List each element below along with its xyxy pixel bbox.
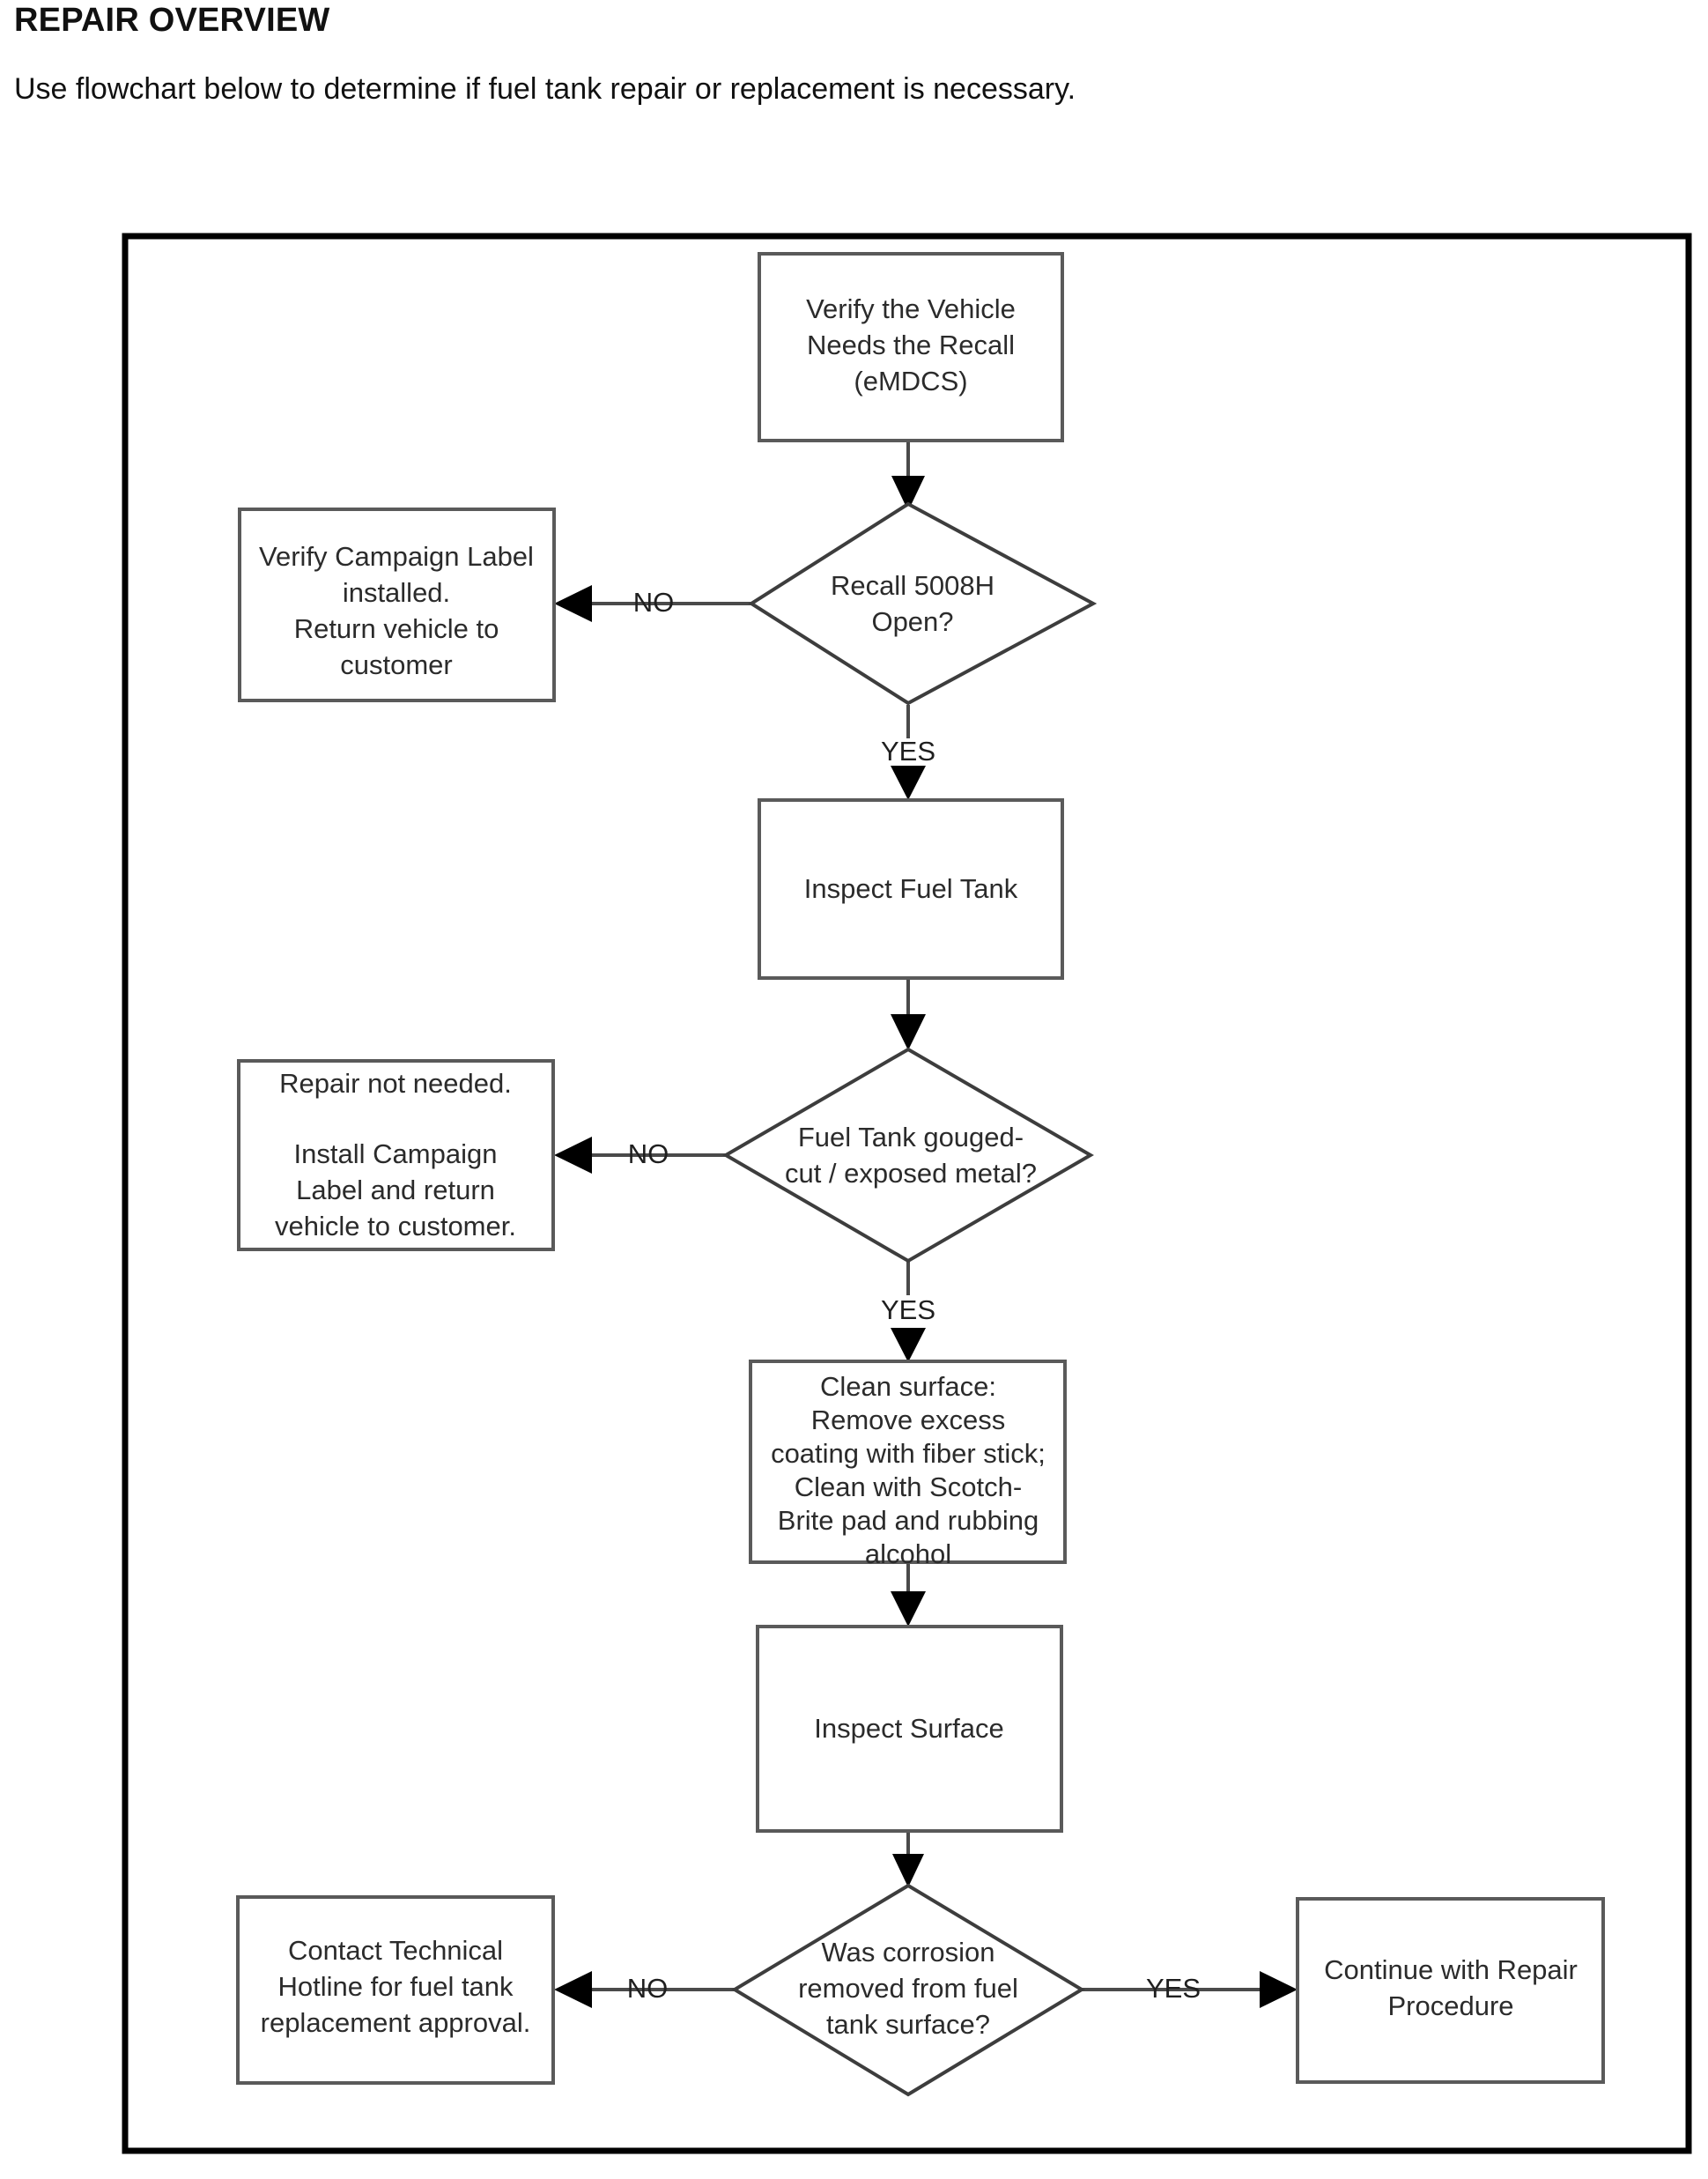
node-text-recall-line-2: Open? (871, 606, 953, 637)
node-text-start-line-2: Needs the Recall (807, 330, 1015, 360)
edge-label-recall-no: NO (633, 587, 675, 618)
node-text-contact-hotline-line-2: Hotline for fuel tank (277, 1971, 514, 2002)
node-contact-technical-hotline[interactable]: Contact Technical Hotline for fuel tank … (236, 1895, 555, 2085)
node-rect-verify-label (238, 508, 556, 702)
node-text-start-line-3: (eMDCS) (854, 366, 967, 397)
node-rect-repair-not-needed (237, 1059, 555, 1251)
node-repair-not-needed[interactable]: Repair not needed. Install Campaign Labe… (237, 1059, 555, 1251)
flowchart-frame (122, 233, 1692, 2154)
node-text-repair-not-needed-line-4: vehicle to customer. (275, 1211, 516, 1241)
arrowhead-gouged-yes (891, 1328, 926, 1362)
node-text-verify-label-line-4: customer (340, 649, 452, 680)
node-text-continue-repair-line-1: Continue with Repair (1324, 1954, 1578, 1985)
page-title: REPAIR OVERVIEW (14, 2, 330, 39)
arrowhead-gouged-no (554, 1137, 592, 1174)
node-inspect-fuel-tank[interactable]: Inspect Fuel Tank (758, 798, 1064, 980)
node-verify-campaign-label[interactable]: Verify Campaign Label installed. Return … (238, 508, 556, 702)
edge-label-gouged-yes: YES (881, 1294, 935, 1325)
node-text-continue-repair-line-2: Procedure (1387, 1990, 1513, 2021)
node-verify-vehicle-needs-recall[interactable]: Verify the Vehicle Needs the Recall (eMD… (758, 252, 1064, 442)
arrowhead-start-to-recall (891, 476, 925, 511)
node-fuel-tank-gouged-decision[interactable]: Fuel Tank gouged- cut / exposed metal? (722, 1047, 1094, 1264)
node-text-corrosion-line-1: Was corrosion (822, 1937, 995, 1968)
node-text-clean-surface-line-1: Clean surface: (820, 1371, 996, 1402)
edge-label-corrosion-yes: YES (1146, 1973, 1201, 2004)
arrowhead-corrosion-yes (1260, 1971, 1298, 2008)
node-text-corrosion-line-2: removed from fuel (798, 1973, 1018, 2004)
node-diamond-gouged (722, 1047, 1094, 1264)
node-rect-continue-repair (1296, 1897, 1605, 2084)
node-text-verify-label-line-2: installed. (343, 577, 450, 608)
node-text-repair-not-needed-line-2: Install Campaign (294, 1138, 498, 1169)
arrowhead-recall-yes (891, 766, 926, 800)
node-rect-start (758, 252, 1064, 442)
node-continue-with-repair[interactable]: Continue with Repair Procedure (1296, 1897, 1605, 2084)
node-rect-clean-surface (749, 1360, 1067, 1564)
node-text-gouged-line-1: Fuel Tank gouged- (798, 1122, 1024, 1152)
arrowhead-clean-to-inspect (891, 1591, 926, 1627)
node-rect-inspect-tank (758, 798, 1064, 980)
node-text-verify-label-line-3: Return vehicle to (294, 613, 499, 644)
node-text-contact-hotline-line-1: Contact Technical (288, 1935, 503, 1966)
node-rect-contact-hotline (236, 1895, 555, 2085)
node-text-gouged-line-2: cut / exposed metal? (785, 1158, 1037, 1189)
node-clean-surface[interactable]: Clean surface: Remove excess coating wit… (749, 1360, 1067, 1569)
edge-label-gouged-no: NO (628, 1138, 669, 1169)
node-diamond-corrosion (731, 1883, 1085, 2097)
node-inspect-surface[interactable]: Inspect Surface (756, 1625, 1063, 1833)
node-text-verify-label-line-1: Verify Campaign Label (259, 541, 534, 572)
node-text-repair-not-needed-line-3: Label and return (296, 1175, 495, 1205)
node-text-repair-not-needed-line-1: Repair not needed. (279, 1068, 512, 1099)
node-text-clean-surface-line-4: Clean with Scotch- (795, 1471, 1022, 1502)
node-corrosion-removed-decision[interactable]: Was corrosion removed from fuel tank sur… (731, 1883, 1085, 2097)
node-text-corrosion-line-3: tank surface? (826, 2009, 990, 2040)
node-text-recall-line-1: Recall 5008H (831, 570, 994, 601)
arrowhead-recall-no (554, 585, 592, 622)
edge-label-recall-yes: YES (881, 736, 935, 767)
arrowhead-inspect-to-gouged (891, 1014, 926, 1050)
node-text-inspect-surface: Inspect Surface (814, 1713, 1003, 1744)
node-recall-open-decision[interactable]: Recall 5008H Open? (748, 501, 1098, 706)
arrowhead-corrosion-no (554, 1971, 592, 2008)
edge-label-corrosion-no: NO (627, 1973, 669, 2004)
node-text-inspect-tank: Inspect Fuel Tank (804, 873, 1018, 904)
node-text-start-line-1: Verify the Vehicle (806, 293, 1016, 324)
node-text-contact-hotline-line-3: replacement approval. (261, 2007, 531, 2038)
page-subtitle: Use flowchart below to determine if fuel… (14, 72, 1076, 106)
node-text-clean-surface-line-6: alcohol (865, 1538, 951, 1569)
node-diamond-recall-open (748, 501, 1098, 706)
node-text-clean-surface-line-2: Remove excess (811, 1404, 1006, 1435)
node-rect-inspect-surface (756, 1625, 1063, 1833)
node-text-clean-surface-line-5: Brite pad and rubbing (778, 1505, 1039, 1536)
arrowhead-inspect-surface-to-corrosion (892, 1854, 924, 1887)
node-text-clean-surface-line-3: coating with fiber stick; (771, 1438, 1046, 1469)
